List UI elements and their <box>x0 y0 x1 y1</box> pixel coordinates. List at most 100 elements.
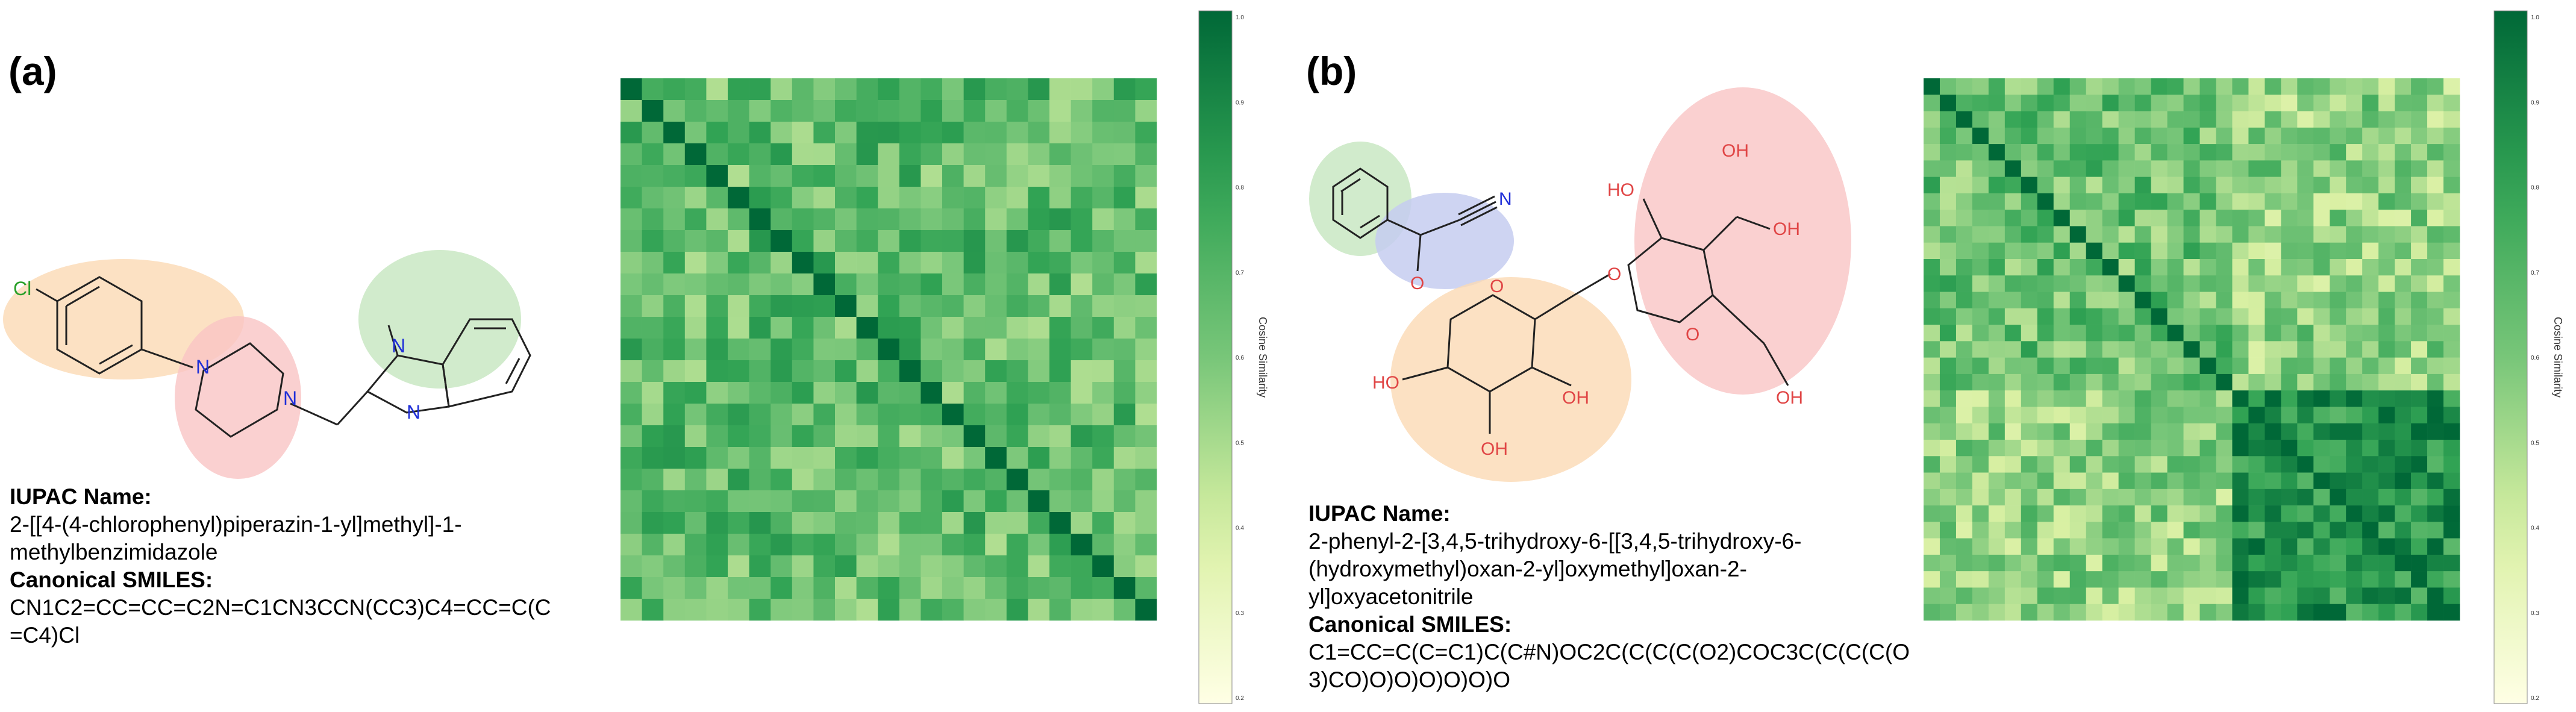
heatmap-cell <box>1939 292 1957 309</box>
heatmap-cell <box>2248 390 2265 407</box>
heatmap-cell <box>921 78 943 101</box>
heatmap-cell <box>2199 373 2216 391</box>
heatmap-cell <box>2232 373 2249 391</box>
heatmap-cell <box>899 252 921 274</box>
heatmap-cell <box>2297 604 2314 621</box>
heatmap-cell <box>2443 390 2460 407</box>
heatmap-cell <box>2232 357 2249 375</box>
heatmap-cell <box>2216 505 2233 522</box>
heatmap-cell <box>2199 226 2216 243</box>
heatmap-cell <box>2183 78 2200 95</box>
heatmap-cell <box>2362 357 2379 375</box>
heatmap-cell <box>2118 373 2135 391</box>
heatmap-cell <box>1939 193 1957 210</box>
heatmap-cell <box>792 122 814 144</box>
heatmap-cell <box>2346 176 2363 194</box>
heatmap-cell <box>2265 341 2281 358</box>
heatmap-cell <box>2102 259 2119 276</box>
heatmap-cell <box>856 122 878 144</box>
heatmap-cell <box>2069 407 2086 424</box>
heatmap-cell <box>2330 587 2346 605</box>
heatmap-cell <box>2216 275 2233 292</box>
heatmap-cell <box>2248 522 2265 539</box>
heatmap-cell <box>2427 472 2444 490</box>
heatmap-cell <box>2021 440 2038 457</box>
heatmap-cell <box>2021 554 2038 572</box>
heatmap-cell <box>878 599 900 621</box>
heatmap-cell <box>942 512 964 534</box>
heatmap-cell <box>2330 390 2346 407</box>
heatmap-cell <box>706 577 728 599</box>
heatmap-cell <box>2134 292 2151 309</box>
heatmap-cell <box>1071 534 1093 556</box>
heatmap-cell <box>2378 160 2395 177</box>
heatmap-cell <box>1071 404 1093 426</box>
heatmap-cell <box>2069 571 2086 588</box>
heatmap-cell <box>899 599 921 621</box>
heatmap-cell <box>2053 78 2071 95</box>
panel-a: (a) Cl N N N N IUPAC <box>0 0 1288 708</box>
heatmap-cell <box>2362 275 2379 292</box>
iupac-name: 2-[[4-(4-chlorophenyl)piperazin-1-yl]met… <box>10 512 462 564</box>
heatmap-cell <box>1939 341 1957 358</box>
colorbar-tick-label: 0.4 <box>2531 525 2539 532</box>
heatmap-cell <box>963 187 986 209</box>
heatmap-cell <box>878 360 900 383</box>
heatmap-cell <box>1071 360 1093 383</box>
heatmap-cell <box>813 360 836 383</box>
heatmap-cell <box>2297 505 2314 522</box>
heatmap-cell <box>2330 325 2346 342</box>
heatmap-cell <box>2118 489 2135 506</box>
heatmap-cell <box>2053 242 2071 260</box>
heatmap-cell <box>2053 407 2071 424</box>
heatmap-cell <box>2232 242 2249 260</box>
highlight-region <box>358 250 521 389</box>
heatmap-cell <box>899 534 921 556</box>
heatmap-cell <box>2086 472 2102 490</box>
heatmap-cell <box>2037 423 2054 440</box>
heatmap-cell <box>2330 341 2346 358</box>
heatmap-cell <box>2167 587 2184 605</box>
heatmap-cell <box>985 100 1007 122</box>
heatmap-cell <box>1006 208 1028 231</box>
heatmap-cell <box>1092 78 1114 101</box>
heatmap-cell <box>2216 341 2233 358</box>
heatmap-cell <box>1924 390 1940 407</box>
heatmap-cell <box>2427 373 2444 391</box>
heatmap-cell <box>878 252 900 274</box>
heatmap-cell <box>1972 423 1989 440</box>
heatmap-cell <box>2248 604 2265 621</box>
heatmap-cell <box>749 534 771 556</box>
heatmap-cell <box>2427 78 2444 95</box>
heatmap-cell <box>2297 407 2314 424</box>
heatmap-cell <box>1924 78 1940 95</box>
heatmap-cell <box>2021 325 2038 342</box>
heatmap-cell <box>1092 252 1114 274</box>
heatmap-cell <box>2232 505 2249 522</box>
heatmap-cell <box>642 122 664 144</box>
heatmap-cell <box>2069 538 2086 555</box>
heatmap-cell <box>2265 423 2281 440</box>
heatmap-cell <box>2004 423 2022 440</box>
heatmap-cell <box>2346 489 2363 506</box>
heatmap-cell <box>663 100 686 122</box>
heatmap-cell <box>1924 308 1940 325</box>
colorbar-gradient <box>1198 10 1233 704</box>
molecule-info: IUPAC Name: 2-[[4-(4-chlorophenyl)pipera… <box>10 483 552 649</box>
heatmap-cell <box>2313 95 2330 111</box>
heatmap-cell <box>684 555 707 578</box>
heatmap-cell <box>2248 489 2265 506</box>
heatmap-cell <box>1049 230 1071 252</box>
heatmap-cell <box>1006 317 1028 339</box>
heatmap-cell <box>2265 193 2281 210</box>
heatmap-cell <box>792 165 814 187</box>
heatmap-cell <box>792 317 814 339</box>
heatmap-cell <box>2313 373 2330 391</box>
heatmap-cell <box>749 404 771 426</box>
heatmap-cell <box>2004 275 2022 292</box>
heatmap-cell <box>2265 242 2281 260</box>
heatmap-cell <box>1972 176 1989 194</box>
heatmap-cell <box>2102 604 2119 621</box>
heatmap-cell <box>2411 505 2428 522</box>
heatmap-cell <box>2362 505 2379 522</box>
